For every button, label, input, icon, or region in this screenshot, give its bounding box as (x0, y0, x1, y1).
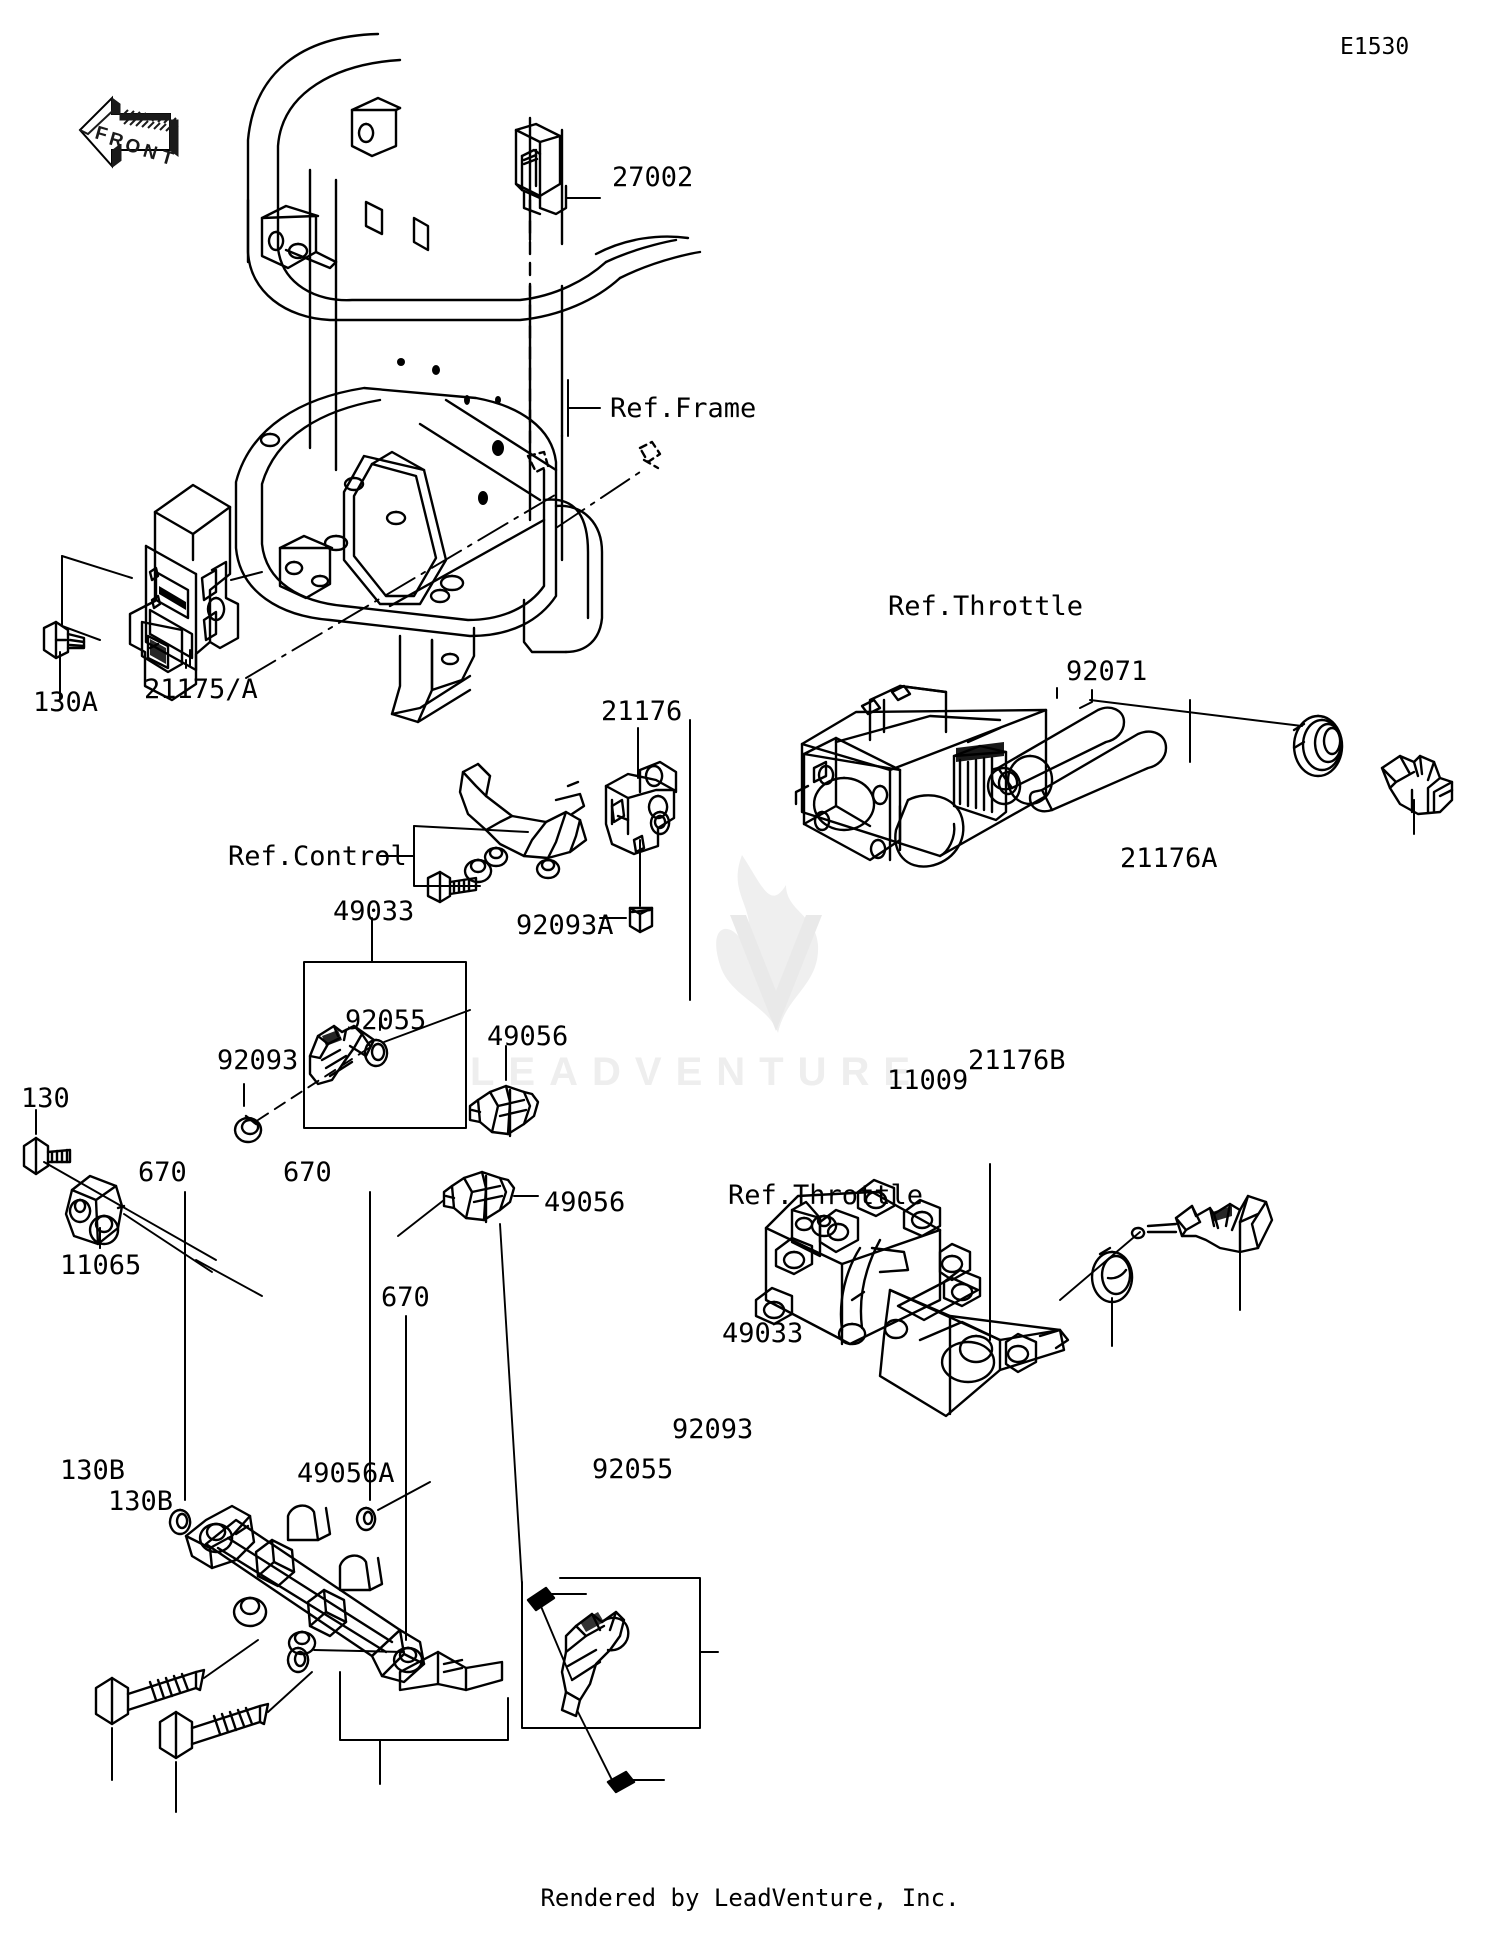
callout-92071: 92071 (1066, 656, 1148, 687)
group-49056A (339, 1671, 509, 1785)
callout-130: 130 (21, 1083, 70, 1114)
part-21176-sensor (604, 719, 691, 1001)
callout-11009: 11009 (887, 1065, 969, 1096)
callout-21176: 21176 (601, 696, 683, 727)
fuel-rail-assembly (184, 1504, 504, 1692)
diagram-code: E1530 (1340, 34, 1410, 60)
svg-text:N: N (141, 141, 160, 165)
part-11009-gasket (1090, 1246, 1134, 1347)
svg-text:F: F (93, 123, 110, 146)
callout-27002: 27002 (612, 162, 694, 193)
part-11065-cap (64, 1174, 126, 1249)
callout-49056-lower: 49056 (544, 1187, 626, 1218)
callout-92093-lower: 92093 (672, 1414, 754, 1445)
part-21176B-sensor (1059, 1194, 1274, 1311)
callout-130B-2: 130B (108, 1486, 174, 1517)
callout-49056-upper: 49056 (487, 1021, 569, 1052)
part-21176A-sensor (1380, 754, 1454, 835)
callout-ref-throttle-lower: Ref.Throttle (728, 1180, 924, 1211)
svg-text:R: R (107, 129, 126, 153)
part-49056-upper (468, 1045, 540, 1138)
leader-ref-frame (567, 379, 601, 437)
callout-92055-lower: 92055 (592, 1454, 674, 1485)
part-21175-ecu (61, 483, 263, 702)
part-92071-seal (1056, 687, 1344, 778)
callout-21176B: 21176B (968, 1045, 1066, 1076)
part-27002-relay (514, 122, 601, 216)
callout-21175-A: 21175/A (144, 674, 258, 705)
part-130B-bolts (94, 1639, 313, 1813)
callout-11065: 11065 (60, 1250, 142, 1281)
callout-ref-frame: Ref.Frame (610, 393, 757, 424)
part-49033-lower-group (499, 1223, 719, 1794)
callout-670-c: 670 (381, 1282, 430, 1313)
part-49056-lower (397, 1170, 539, 1237)
svg-text:O: O (123, 135, 143, 159)
callout-670-b: 670 (283, 1157, 332, 1188)
intake-manifold-assembly (754, 1163, 1070, 1418)
part-92093A-grommet (599, 839, 654, 934)
callout-92055-upper: 92055 (345, 1005, 427, 1036)
ref-control-bracket (379, 762, 588, 904)
footer-credit: Rendered by LeadVenture, Inc. (540, 1884, 960, 1912)
callout-49033-lower: 49033 (722, 1318, 804, 1349)
frame-assembly (234, 32, 702, 724)
part-670-orings (168, 1191, 431, 1674)
callout-130B-1: 130B (60, 1455, 126, 1486)
part-130A-bolt (42, 620, 86, 701)
part-49033-upper-group (233, 917, 471, 1144)
callout-130A: 130A (33, 687, 99, 718)
callout-49056A: 49056A (297, 1458, 395, 1489)
throttle-body-assembly (794, 684, 1191, 868)
callout-ref-control: Ref.Control (228, 841, 407, 872)
callout-92093A: 92093A (516, 910, 614, 941)
front-direction-arrow-icon: F R O N T (78, 95, 179, 170)
part-130-bolt (22, 1109, 72, 1176)
callout-670-a: 670 (138, 1157, 187, 1188)
callout-92093-upper: 92093 (217, 1045, 299, 1076)
callout-ref-throttle-upper: Ref.Throttle (888, 591, 1084, 622)
callout-21176A: 21176A (1120, 843, 1218, 874)
callout-49033-upper: 49033 (333, 896, 415, 927)
